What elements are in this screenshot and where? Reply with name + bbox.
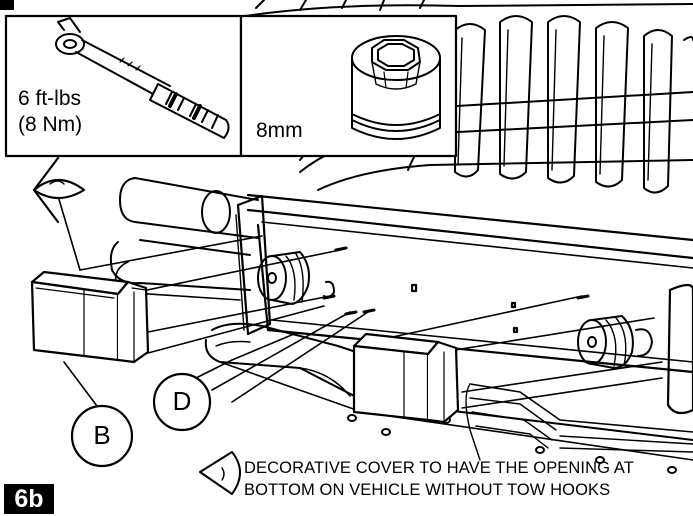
torque-value-nm: (8 Nm) <box>18 113 83 136</box>
callout-circle-b <box>70 404 134 468</box>
step-label: 6b <box>4 484 54 514</box>
note-line-1: DECORATIVE COVER TO HAVE THE OPENING AT <box>244 459 634 477</box>
torque-value-ft: 6 ft-lbs <box>18 87 82 110</box>
assembly-lines <box>79 235 663 409</box>
note-line-2: BOTTOM ON VEHICLE WITHOUT TOW HOOKS <box>244 481 611 499</box>
decorative-cover-right <box>352 332 460 424</box>
inset-frames <box>4 14 458 158</box>
view-eye-icon-upper <box>32 156 86 224</box>
torque-wrench-icon <box>55 17 230 139</box>
callout-b: B <box>93 420 111 450</box>
socket-icon <box>351 35 441 140</box>
decorative-cover-left <box>30 270 150 364</box>
callout-leaders <box>57 195 295 411</box>
socket-size: 8mm <box>256 119 303 142</box>
corner-mark <box>0 0 14 10</box>
front-bumper <box>235 193 693 415</box>
callout-d: D <box>172 386 192 416</box>
callout-circle-d <box>152 372 212 432</box>
view-eye-icon <box>199 451 241 495</box>
